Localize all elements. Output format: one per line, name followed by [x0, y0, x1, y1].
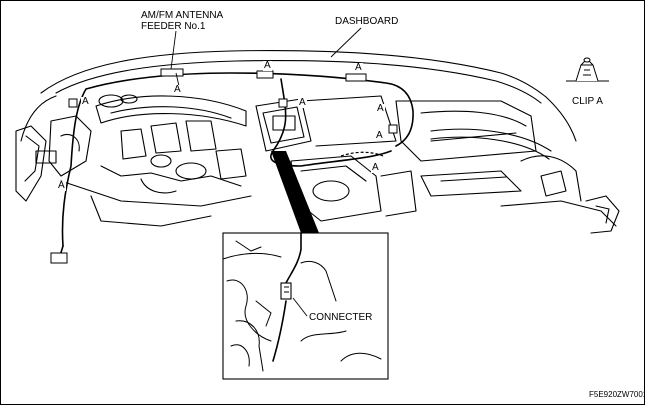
connecter-body — [280, 282, 292, 300]
clip-a-marker: A — [81, 96, 90, 107]
instrument-cluster — [95, 95, 247, 127]
inset-pointer-arrow — [271, 151, 319, 233]
figure-code: F5E920ZW7001 — [589, 390, 645, 399]
clip-a-marker: A — [371, 162, 380, 173]
clip-a-marker: A — [375, 130, 384, 141]
antenna-feeder-label-line2: FEEDER No.1 — [141, 21, 206, 32]
connector-inset-frame — [222, 232, 389, 380]
antenna-feeder-label-line1: AM/FM ANTENNA — [141, 10, 224, 21]
clip-a-marker: A — [173, 84, 182, 95]
dashboard-label: DASHBOARD — [335, 16, 399, 27]
clip-a-marker: A — [263, 60, 272, 71]
antenna-feeder-cable — [61, 72, 414, 247]
dashboard-top-edge — [40, 50, 547, 98]
clip-a-label: CLIP A — [572, 96, 603, 107]
clip-a-marker: A — [57, 180, 66, 191]
clip-a-marker: A — [354, 62, 363, 73]
clip-a-marker: A — [376, 103, 385, 114]
clip-a-icon — [566, 57, 609, 82]
clip-a-marker: A — [298, 97, 307, 108]
connecter-label: CONNECTER — [309, 312, 373, 323]
